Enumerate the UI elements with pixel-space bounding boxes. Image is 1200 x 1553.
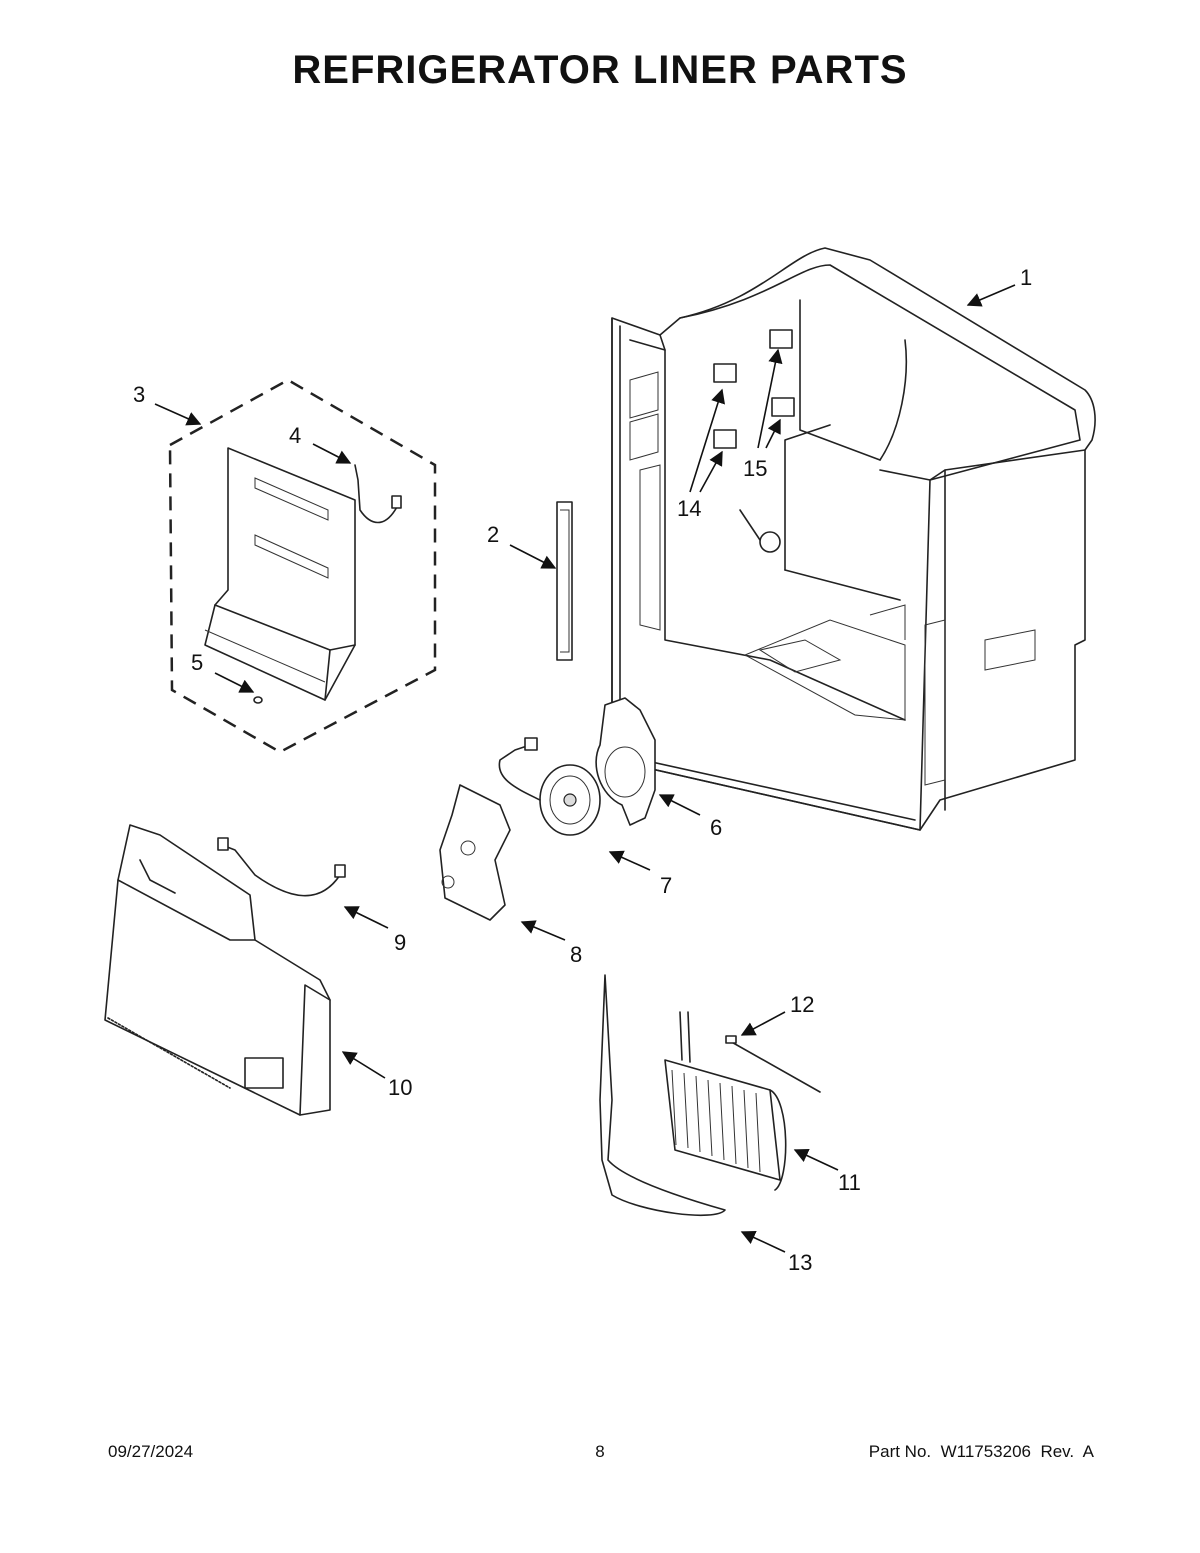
callout-6: 6: [710, 815, 722, 840]
callout-2: 2: [487, 522, 499, 547]
arrow-1: [966, 284, 1016, 307]
arrow-15a: [757, 348, 783, 449]
arrow-3: [154, 403, 202, 426]
callout-12: 12: [790, 992, 814, 1017]
callout-14: 14: [677, 496, 701, 521]
part-screw: [253, 696, 263, 704]
part-wire-harness-2: [221, 844, 341, 897]
callout-3: 3: [133, 382, 145, 407]
arrow-13: [740, 1230, 786, 1253]
connector-icon: [391, 495, 402, 509]
part-sensor: [727, 1039, 821, 1093]
arrow-8: [520, 920, 566, 941]
footer-part-number: Part No. W11753206 Rev. A: [868, 1442, 1094, 1461]
part-fan-shroud: [595, 697, 656, 826]
callout-7: 7: [660, 873, 672, 898]
part-evaporator-cover: [104, 824, 331, 1116]
part-wire-harness: [354, 464, 399, 524]
callout-8: 8: [570, 942, 582, 967]
arrow-11: [793, 1148, 839, 1171]
arrow-15b: [765, 418, 781, 449]
arrow-6: [658, 794, 701, 816]
arrow-2: [509, 544, 557, 569]
callout-15: 15: [743, 456, 767, 481]
callout-9: 9: [394, 930, 406, 955]
part-evaporator: [664, 1011, 787, 1191]
footer-date: 09/27/2024: [108, 1442, 194, 1461]
part-fan-housing: [439, 784, 511, 921]
connector-icon: [217, 837, 229, 851]
callout-10: 10: [388, 1075, 412, 1100]
arrow-14b: [699, 450, 723, 493]
callout-11: 11: [838, 1170, 861, 1195]
part-bracket: [204, 447, 356, 701]
arrow-9: [343, 906, 389, 929]
connector-icon: [334, 864, 346, 878]
arrow-7: [608, 850, 651, 871]
callout-4: 4: [289, 423, 301, 448]
arrow-12: [740, 1011, 786, 1036]
footer-page-number: 8: [595, 1442, 605, 1461]
part-group-boundary: [168, 378, 437, 754]
arrow-10: [341, 1051, 386, 1079]
callout-13: 13: [788, 1250, 812, 1275]
callout-5: 5: [191, 650, 203, 675]
part-strip: [556, 501, 573, 661]
arrow-4: [312, 443, 352, 464]
arrow-14a: [689, 388, 725, 493]
callout-1: 1: [1020, 265, 1032, 290]
part-liner: [611, 247, 1096, 831]
arrow-5: [214, 672, 255, 693]
part-heater: [599, 974, 726, 1217]
part-fan-motor: [498, 737, 601, 836]
page-title: REFRIGERATOR LINER PARTS: [292, 48, 908, 92]
